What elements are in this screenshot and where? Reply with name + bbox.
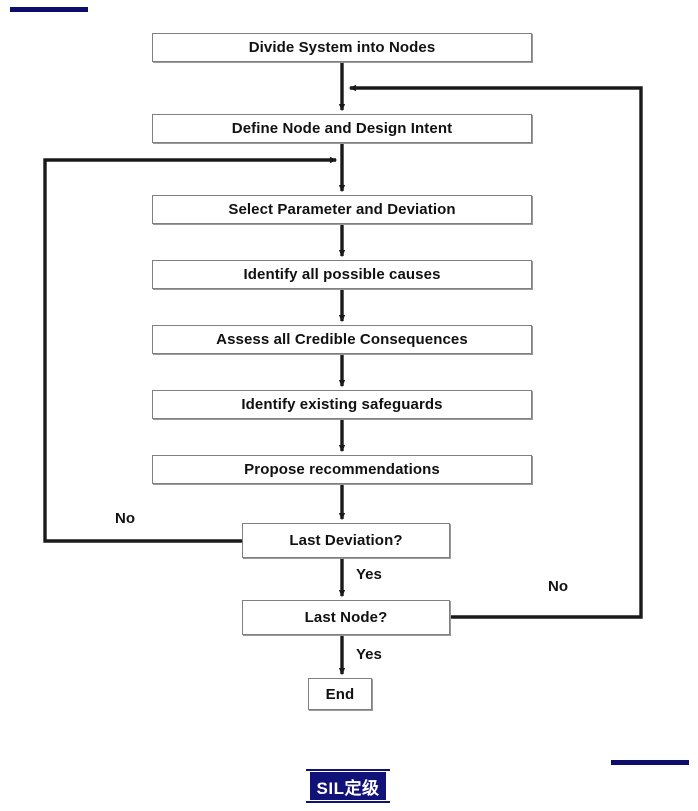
node-last-deviation: Last Deviation? xyxy=(242,523,450,558)
node-last-node: Last Node? xyxy=(242,600,450,635)
node-select: Select Parameter and Deviation xyxy=(152,195,532,224)
node-label: End xyxy=(325,685,355,703)
node-end: End xyxy=(308,678,372,710)
node-label: Select Parameter and Deviation xyxy=(228,201,456,218)
node-consequences: Assess all Credible Consequences xyxy=(152,325,532,354)
node-causes: Identify all possible causes xyxy=(152,260,532,289)
edge-label-yes-node: Yes xyxy=(356,646,382,663)
edge-label-no-node: No xyxy=(548,578,568,595)
node-define: Define Node and Design Intent xyxy=(152,114,532,143)
watermark-badge: SIL定级 xyxy=(306,769,390,803)
node-label: Last Deviation? xyxy=(289,532,403,549)
node-safeguards: Identify existing safeguards xyxy=(152,390,532,419)
node-label: Last Node? xyxy=(304,609,388,626)
top-left-navy-bar xyxy=(10,7,88,12)
node-label: Identify all possible causes xyxy=(243,266,441,283)
node-label: Define Node and Design Intent xyxy=(231,120,453,137)
node-divide: Divide System into Nodes xyxy=(152,33,532,62)
edge-label-yes-deviation: Yes xyxy=(356,566,382,583)
node-label: Assess all Credible Consequences xyxy=(216,331,468,348)
watermark-text: SIL定级 xyxy=(316,778,380,798)
bottom-right-navy-bar xyxy=(611,760,689,765)
edge-label-no-deviation: No xyxy=(115,510,135,527)
node-label: Divide System into Nodes xyxy=(248,39,436,56)
node-recommend: Propose recommendations xyxy=(152,455,532,484)
watermark-bottom-rule xyxy=(306,801,390,803)
watermark-top-rule xyxy=(306,769,390,771)
node-label: Identify existing safeguards xyxy=(241,396,443,413)
node-label: Propose recommendations xyxy=(244,461,440,478)
